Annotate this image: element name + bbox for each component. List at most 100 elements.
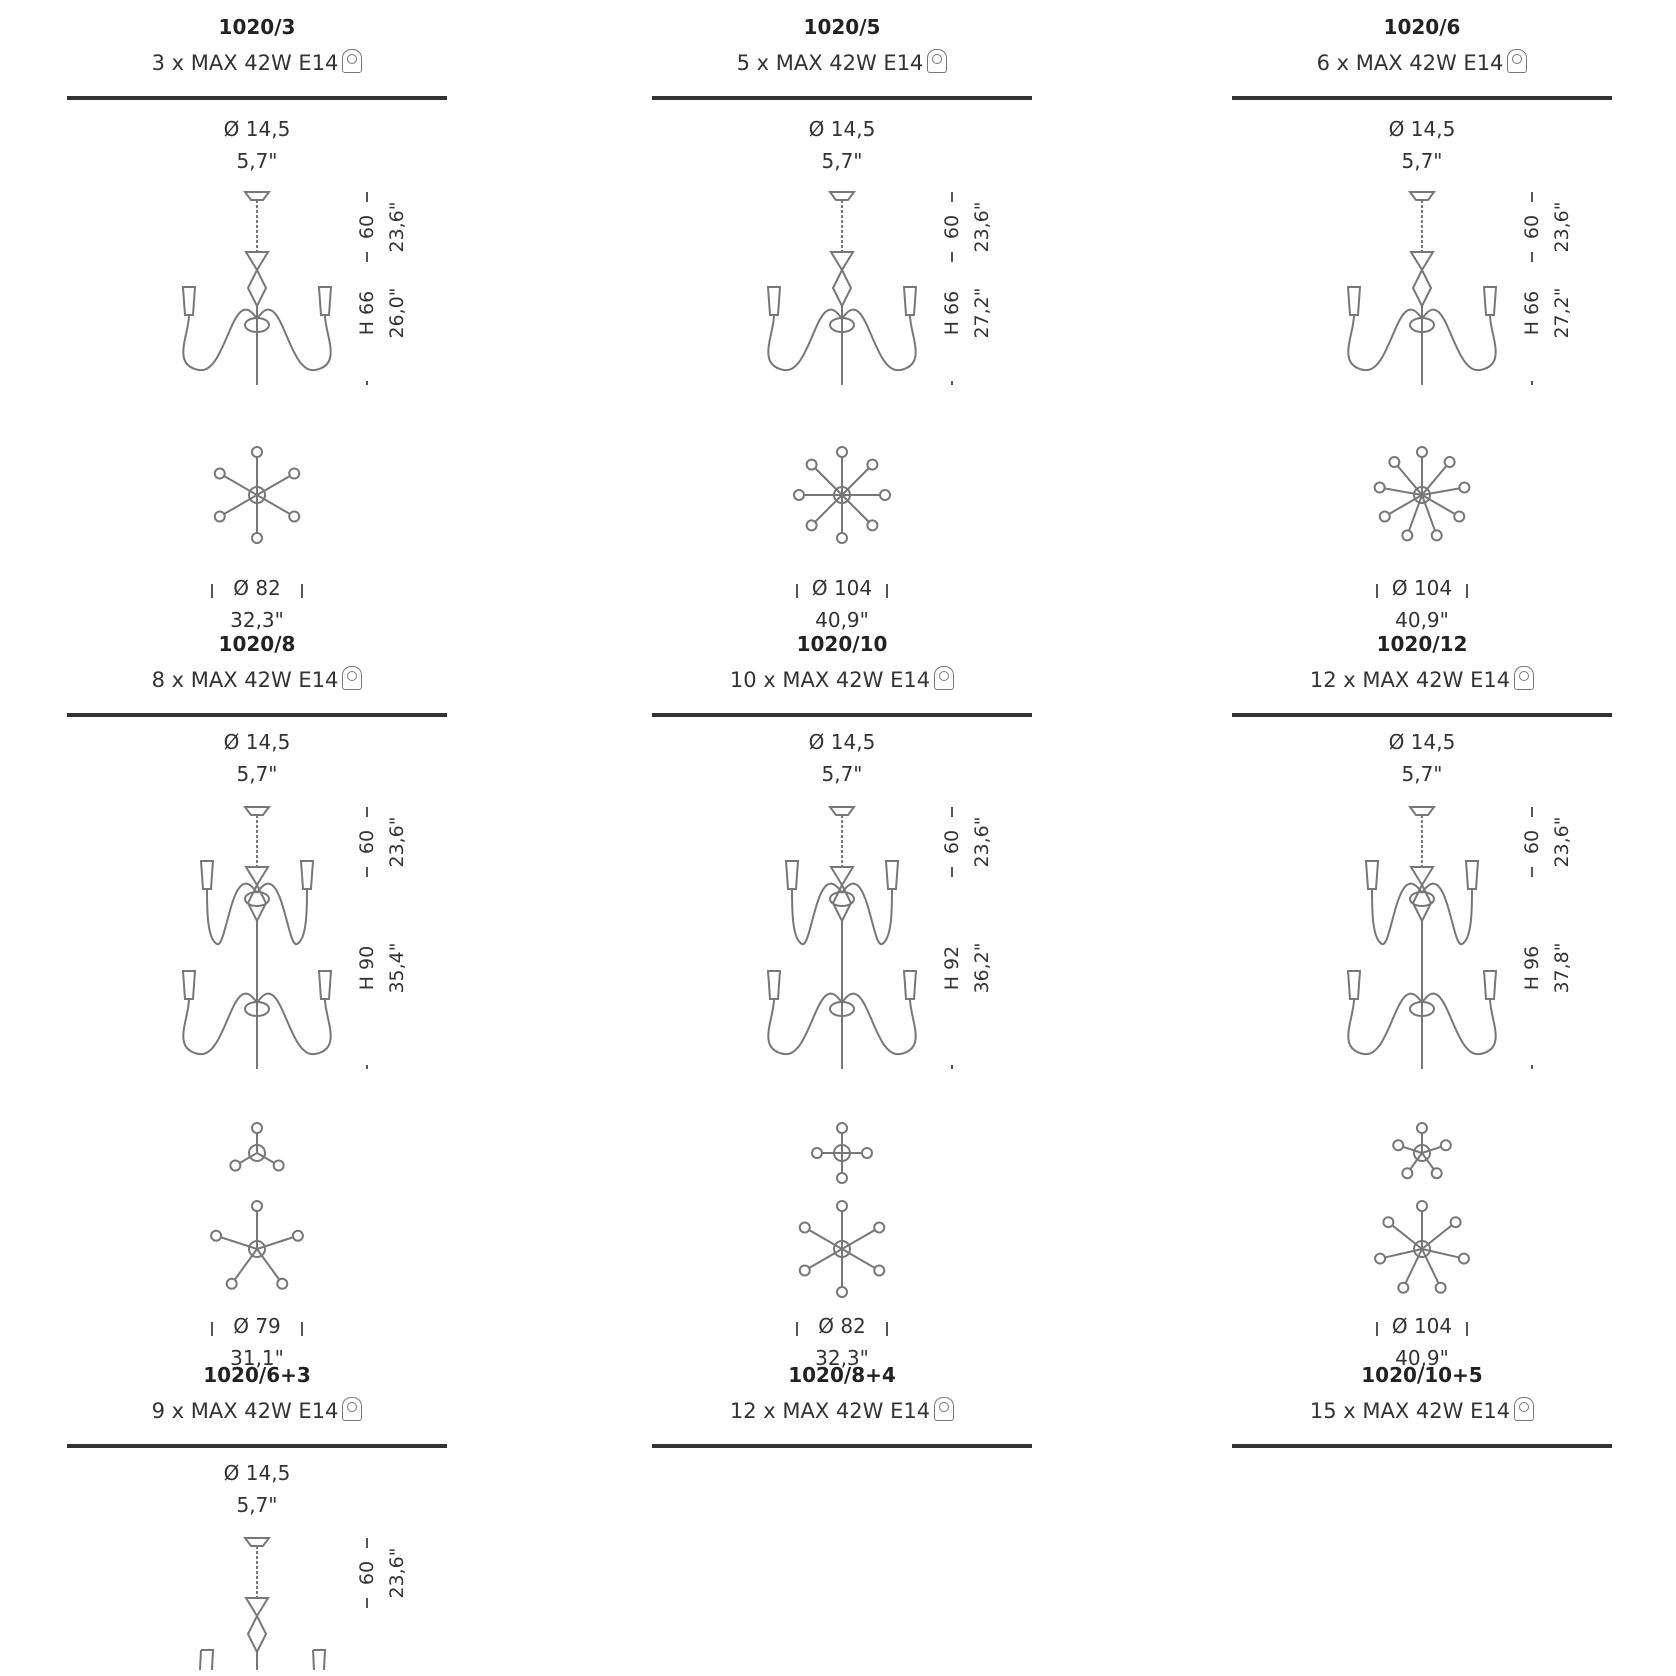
top-view-arm — [1421, 465, 1448, 496]
lamp-spec-text: 15 x MAX 42W E14 — [1309, 1399, 1511, 1423]
top-view-arm — [1384, 487, 1423, 496]
lamp-spec-text: 10 x MAX 42W E14 — [729, 668, 931, 692]
candle-cup — [1364, 860, 1380, 890]
top-view-cup — [1416, 446, 1428, 458]
top-view-cup — [1397, 1281, 1410, 1294]
top-diameter-inches: 5,7" — [1401, 762, 1443, 786]
top-diameter-inches: 5,7" — [821, 149, 863, 173]
candle-cup — [902, 286, 918, 316]
lamp-spec: 12 x MAX 42W E14 — [1232, 666, 1612, 692]
top-view-cup — [836, 1122, 848, 1134]
top-diameter-inches: 5,7" — [236, 1493, 278, 1517]
candle-cup — [1482, 286, 1498, 316]
product-code: 1020/8+4 — [788, 1363, 896, 1387]
top-diameter: Ø 14,5 — [808, 730, 876, 754]
lamp-spec-text: 12 x MAX 42W E14 — [729, 1399, 931, 1423]
top-view-cup — [866, 458, 879, 471]
top-view-drawing — [210, 1122, 304, 1336]
top-view-cup — [1449, 1216, 1462, 1229]
product-code: 1020/8 — [218, 632, 296, 656]
top-view-arm — [256, 1236, 294, 1250]
top-view-drawing — [1373, 446, 1471, 598]
top-view-drawing — [1374, 1122, 1470, 1336]
top-diameter: Ø 14,5 — [1388, 117, 1456, 141]
candle-cup — [181, 286, 197, 316]
header-rule — [67, 713, 447, 717]
candle-cup — [884, 860, 900, 890]
arm — [841, 992, 917, 1056]
top-view-arm — [220, 1236, 258, 1250]
top-view-cup — [1401, 1167, 1414, 1180]
lamp-spec: 5 x MAX 42W E14 — [652, 49, 1032, 75]
top-view-arm — [1391, 1224, 1423, 1250]
canopy — [1408, 806, 1436, 816]
arm — [1347, 992, 1423, 1056]
candle-cup — [317, 286, 333, 316]
header-rule — [652, 1444, 1032, 1448]
canopy — [1408, 191, 1436, 201]
stem-ornament — [244, 1597, 270, 1655]
top-view-arm — [256, 475, 291, 496]
top-view-cup — [866, 519, 879, 532]
candle-cup — [902, 970, 918, 1000]
top-view-cup — [229, 1159, 242, 1172]
top-view-cup — [1388, 456, 1401, 469]
lamp-spec-text: 8 x MAX 42W E14 — [151, 668, 339, 692]
top-view-cup — [288, 510, 301, 523]
candle-cup — [766, 286, 782, 316]
candle-cup — [313, 1649, 327, 1671]
chandelier-drawing — [181, 191, 368, 385]
product-code: 1020/6 — [1383, 15, 1461, 39]
top-view-arm — [841, 467, 870, 496]
top-view-cup — [1430, 529, 1443, 542]
top-view-arm — [256, 494, 291, 515]
top-diameter: Ø 14,5 — [1388, 730, 1456, 754]
arm — [791, 882, 843, 946]
top-view-arm — [239, 1152, 258, 1164]
top-view-arm — [808, 1248, 843, 1269]
top-view-arm — [256, 1152, 275, 1164]
chandelier-drawing — [1346, 191, 1533, 385]
bulb-icon — [342, 49, 363, 73]
top-view-cup — [1373, 481, 1386, 494]
top-view-arm — [1421, 1152, 1435, 1170]
bulb-icon — [342, 666, 363, 690]
top-view-cup — [873, 1264, 886, 1277]
arm — [1421, 308, 1497, 372]
diameter: Ø 82 — [818, 1314, 866, 1338]
top-view-arm — [256, 1248, 281, 1281]
top-view-cup — [1392, 1139, 1405, 1152]
header-rule — [1232, 713, 1612, 717]
top-view-cup — [251, 1122, 263, 1134]
top-diameter: Ø 14,5 — [808, 117, 876, 141]
candle-cup-side — [312, 1649, 315, 1671]
arm — [256, 992, 332, 1056]
bulb-icon — [927, 49, 948, 73]
top-view-cup — [276, 1277, 289, 1290]
diameter: Ø 79 — [233, 1314, 281, 1338]
top-view-cup — [879, 489, 891, 501]
top-view-cup — [1382, 1216, 1395, 1229]
diameter-inches: 40,9" — [815, 608, 869, 632]
chandelier-drawing — [1346, 806, 1533, 1069]
chain-length: 60 — [356, 1560, 378, 1586]
arm — [256, 882, 308, 946]
top-view-arm — [841, 1229, 876, 1250]
lamp-spec: 3 x MAX 42W E14 — [67, 49, 447, 75]
candle-cup — [317, 970, 333, 1000]
arm — [841, 308, 917, 372]
top-view-arm — [223, 494, 258, 515]
top-view-cup — [836, 532, 848, 544]
lamp-spec: 15 x MAX 42W E14 — [1232, 1397, 1612, 1423]
arm — [767, 308, 843, 372]
top-view-cup — [213, 510, 226, 523]
diameter-inches: 32,3" — [815, 1346, 869, 1370]
diameter-inches: 40,9" — [1395, 608, 1449, 632]
top-view-cup — [793, 489, 805, 501]
top-view-cup — [1457, 1252, 1470, 1265]
lamp-spec: 12 x MAX 42W E14 — [652, 1397, 1032, 1423]
header-rule — [1232, 96, 1612, 100]
header-rule — [1232, 1444, 1612, 1448]
diameter-inches: 32,3" — [230, 608, 284, 632]
top-view-arm — [841, 1248, 876, 1269]
